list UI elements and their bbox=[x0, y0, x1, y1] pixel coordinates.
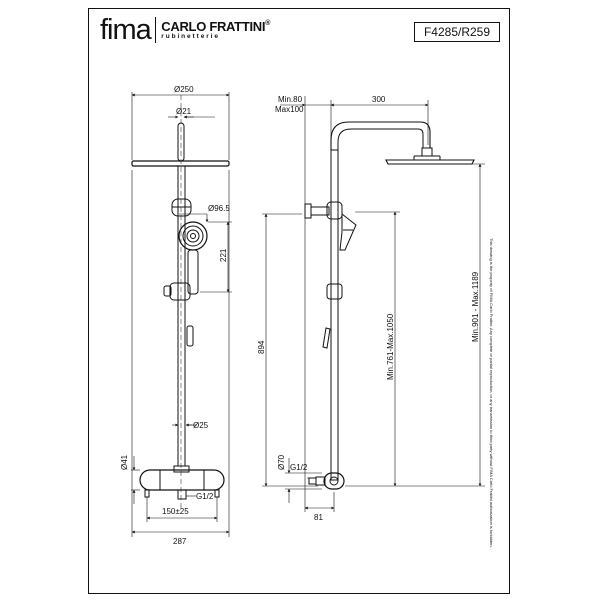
dim-depth: 81 bbox=[314, 513, 323, 522]
front-view bbox=[131, 122, 230, 500]
side-wall-bracket bbox=[304, 203, 312, 219]
brand-separator bbox=[154, 17, 157, 43]
dim-total-min-max: Min.901 - Max.1189 bbox=[471, 271, 480, 342]
disclaimer-text: This drawing is the property of FIMA Car… bbox=[489, 238, 494, 548]
drawing-frame bbox=[88, 8, 510, 594]
brand-name: CARLO FRATTINI® bbox=[161, 18, 271, 34]
front-dimension-labels: Ø250 Ø21 Ø96.5 221 Ø25 Ø41 G1/2 150±25 2… bbox=[120, 85, 230, 546]
dim-pipe-diameter: Ø25 bbox=[193, 421, 209, 430]
side-handshower bbox=[339, 212, 357, 251]
dim-range-min-max: Min.761-Max.1050 bbox=[386, 313, 395, 380]
brand-fima: fima bbox=[100, 13, 152, 46]
dim-handshower-diameter: Ø96.5 bbox=[208, 204, 230, 213]
side-hose bbox=[322, 327, 331, 349]
front-slider bbox=[169, 282, 191, 301]
dim-front-thread: G1/2 bbox=[196, 492, 214, 501]
front-dimensions bbox=[131, 92, 232, 537]
dim-arm-diameter: Ø21 bbox=[176, 107, 192, 116]
side-dimension-labels: Min.80 Max100 300 894 Min.761-Max.1050 M… bbox=[257, 95, 480, 522]
dim-wall-min: Min.80 bbox=[278, 95, 303, 104]
front-riser-pipe bbox=[177, 165, 186, 467]
side-view bbox=[304, 121, 475, 490]
dim-projection: 300 bbox=[372, 95, 386, 104]
dim-body-diameter: Ø41 bbox=[120, 454, 129, 470]
product-code: F4285/R259 bbox=[414, 22, 500, 42]
front-outlet bbox=[177, 489, 187, 500]
front-shower-head bbox=[131, 160, 230, 167]
dim-bar-height: 894 bbox=[257, 340, 266, 354]
dim-eccentric-diameter: Ø70 bbox=[277, 454, 286, 470]
side-shower-arm bbox=[330, 121, 431, 150]
dim-slide-height: 221 bbox=[219, 248, 228, 262]
side-riser-pipe bbox=[330, 149, 339, 481]
side-dimensions bbox=[262, 96, 485, 512]
side-slider bbox=[326, 283, 343, 300]
dim-head-diameter: Ø250 bbox=[174, 85, 194, 94]
brand-logo: fima CARLO FRATTINI® rubinetterie bbox=[100, 12, 270, 48]
front-hose-connector bbox=[186, 325, 194, 347]
dim-overall-width: 287 bbox=[173, 537, 187, 546]
side-shower-head bbox=[385, 159, 475, 165]
front-mixer-body bbox=[139, 469, 225, 491]
dim-wall-max: Max100 bbox=[275, 105, 304, 114]
front-handshower-handle bbox=[187, 249, 199, 295]
side-mixer bbox=[323, 472, 345, 490]
brand-subtitle: rubinetterie bbox=[161, 32, 220, 40]
dim-centres: 150±25 bbox=[162, 507, 189, 516]
dim-side-thread: G1/2 bbox=[290, 463, 308, 472]
